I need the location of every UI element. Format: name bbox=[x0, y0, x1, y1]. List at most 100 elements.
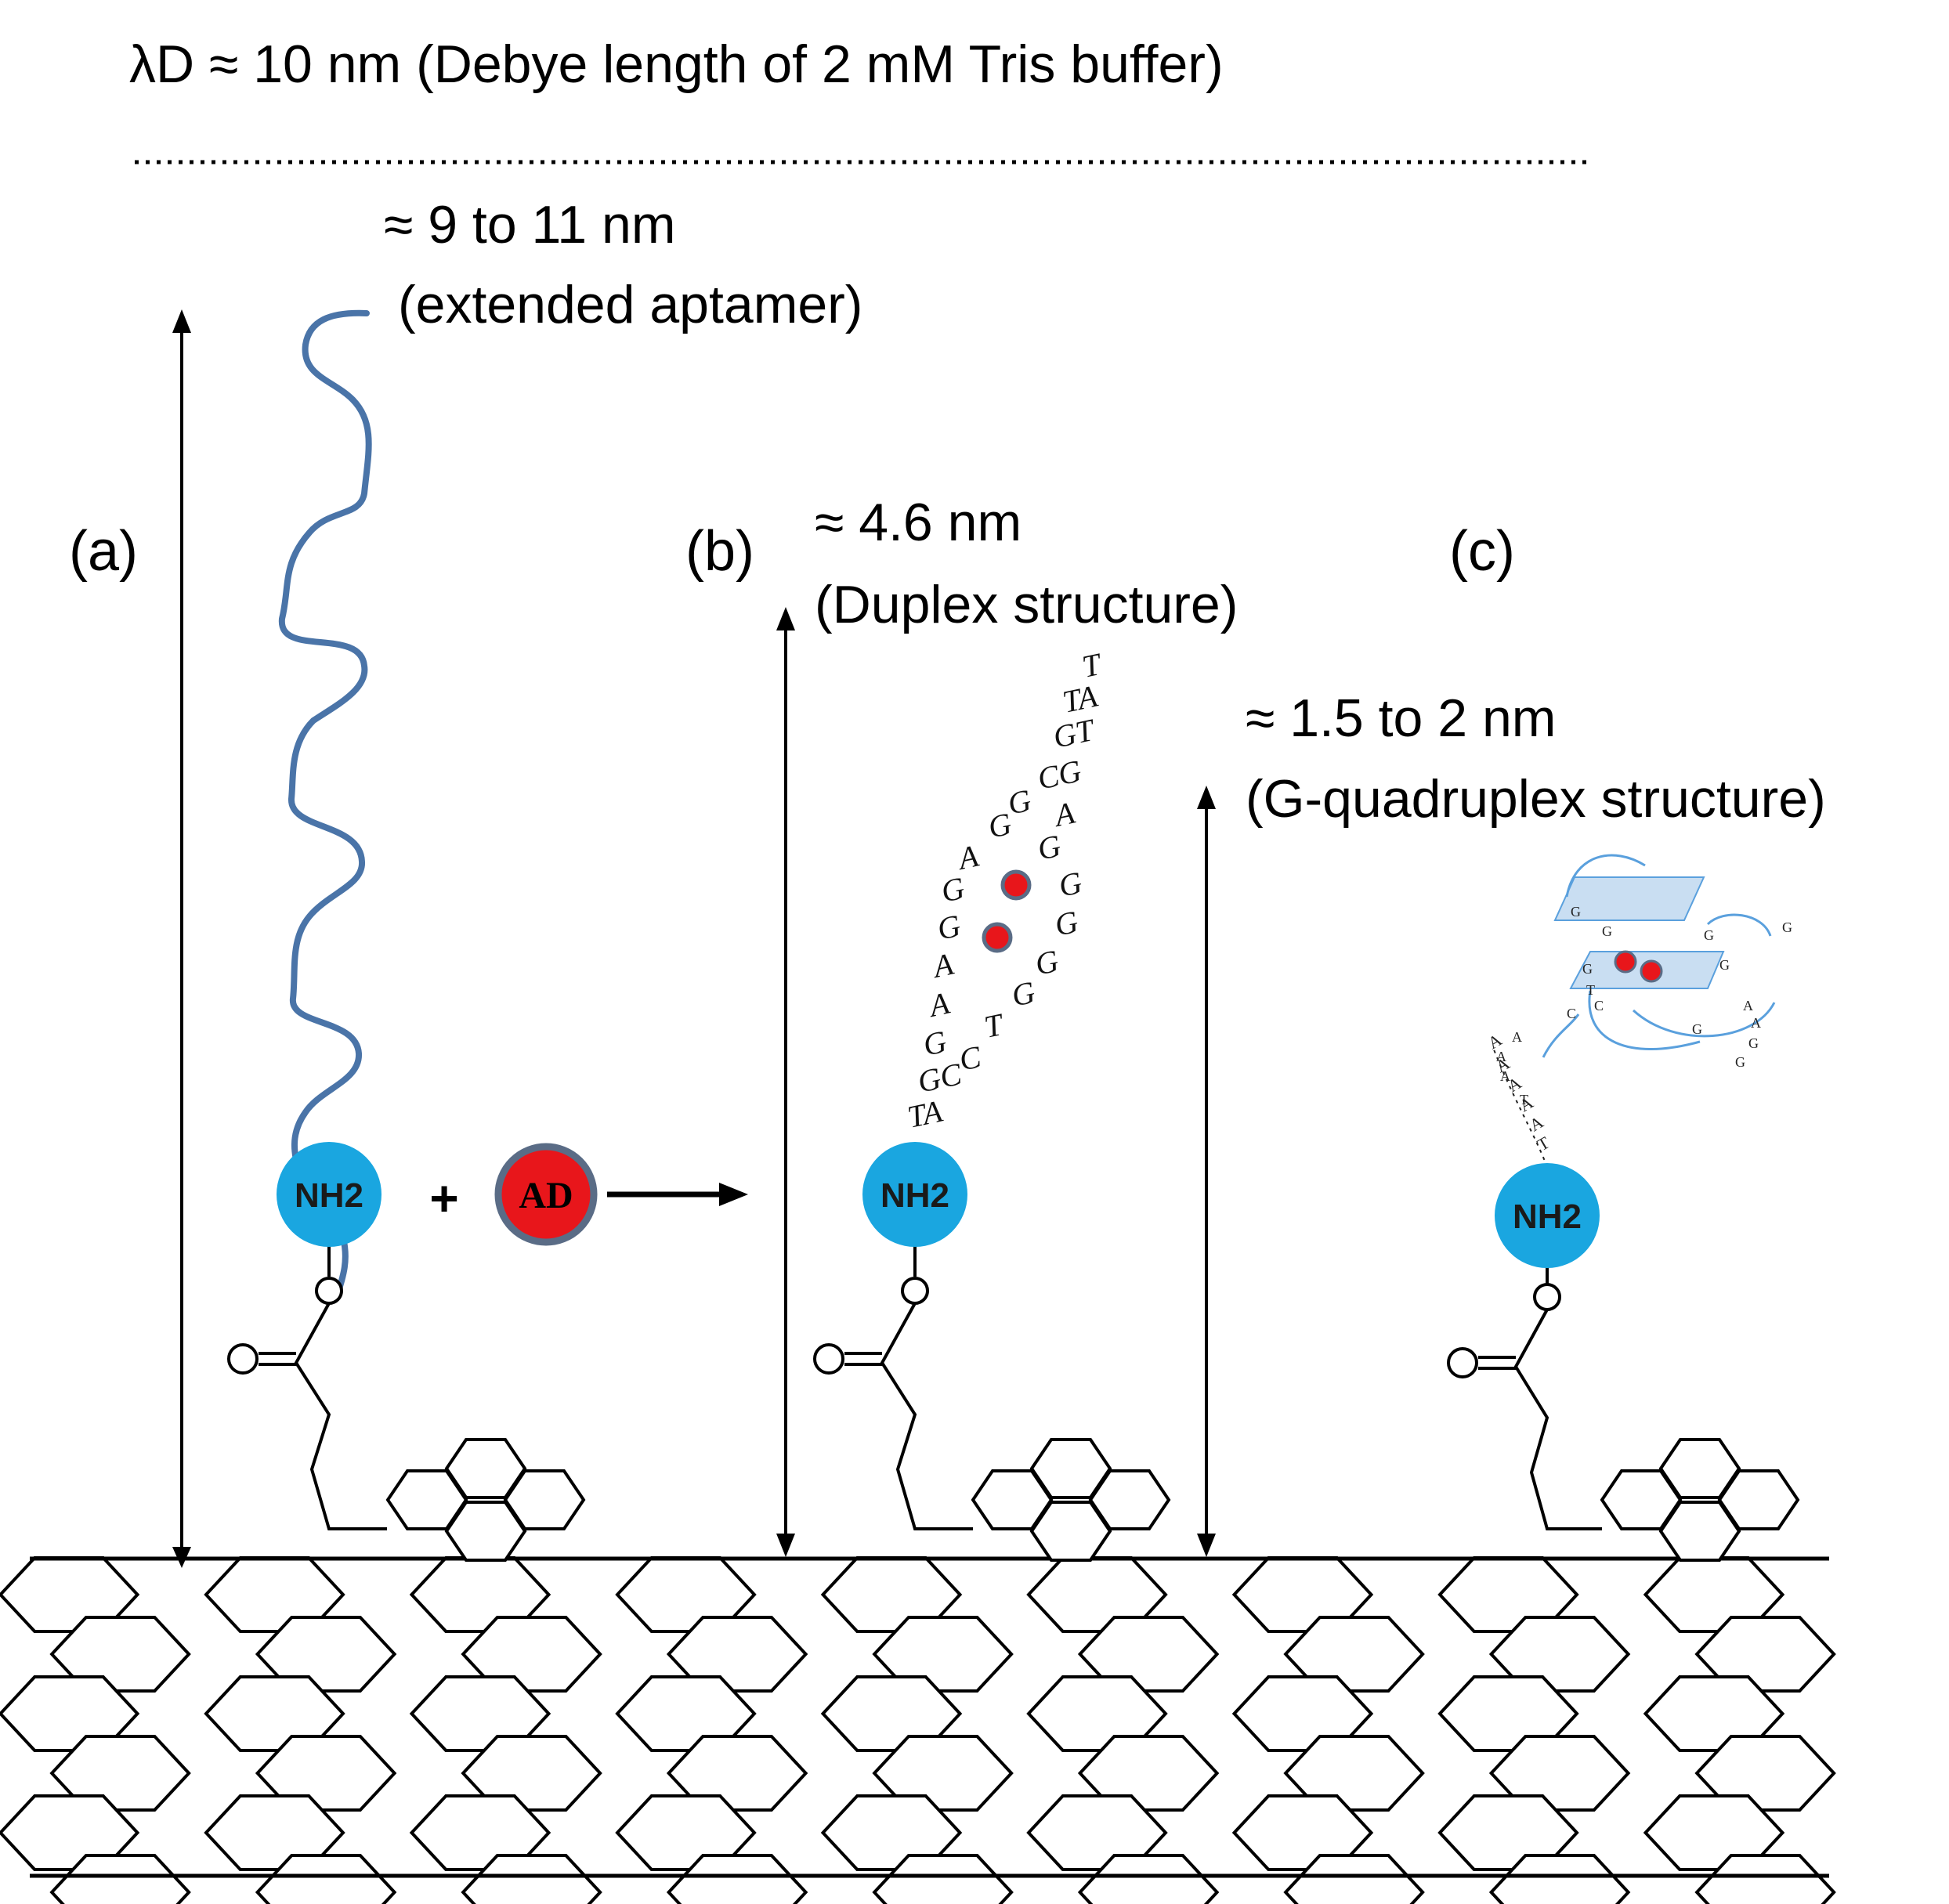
pyrene-ring bbox=[1600, 1469, 1683, 1530]
graphene-hexagon bbox=[204, 1794, 345, 1871]
reaction-arrow bbox=[607, 1183, 748, 1206]
panel-b-linker-oxygen bbox=[901, 1277, 929, 1305]
panel-b-size-label: ≈ 4.6 nm bbox=[815, 493, 1022, 552]
graphene-hexagon bbox=[409, 1675, 551, 1752]
nucleotide-base: CG bbox=[1035, 753, 1085, 797]
pyrene-anchor-a bbox=[385, 1438, 586, 1562]
graphene-hexagon bbox=[1231, 1675, 1374, 1752]
nucleotide-base: A bbox=[1516, 1093, 1536, 1116]
nucleotide-base: G bbox=[1602, 923, 1612, 939]
pyrene-ring bbox=[1029, 1438, 1112, 1499]
graphene-hexagon bbox=[1437, 1794, 1579, 1871]
pyrene-ring bbox=[444, 1501, 527, 1562]
panel-a-label: (a) bbox=[69, 520, 138, 583]
nucleotide-base: A bbox=[1512, 1029, 1522, 1045]
nucleotide-base: T bbox=[1520, 1092, 1528, 1107]
nucleotide-base: G bbox=[1035, 828, 1065, 867]
graphene-hexagon bbox=[461, 1854, 602, 1904]
panel-c-size-label: ≈ 1.5 to 2 nm bbox=[1246, 688, 1556, 748]
nucleotide-base: G bbox=[920, 1024, 950, 1063]
graphene-hexagon bbox=[1488, 1854, 1631, 1904]
nucleotide-base: C bbox=[1594, 998, 1604, 1013]
nucleotide-base: G bbox=[1032, 943, 1062, 982]
panel-b: (b) ≈ 4.6 nm (Duplex structure) AGGAAGGC… bbox=[685, 493, 1238, 1562]
nucleotide-base: G bbox=[1735, 1054, 1745, 1070]
nucleotide-base: G bbox=[1719, 957, 1730, 973]
graphene-hexagon bbox=[204, 1675, 345, 1752]
pyrene-ring bbox=[1658, 1501, 1741, 1562]
nucleotide-base: GT bbox=[1050, 712, 1099, 755]
nucleotide-base: T bbox=[1586, 982, 1595, 998]
panel-b-linker bbox=[813, 1222, 973, 1530]
graphene-hexagon bbox=[1643, 1794, 1785, 1871]
panel-a-linker-oxygen bbox=[315, 1277, 343, 1305]
graphene-sheet bbox=[0, 1556, 1836, 1904]
extended-aptamer-strand bbox=[278, 309, 372, 1299]
panel-a-linker bbox=[227, 1222, 387, 1530]
graphene-hexagon bbox=[49, 1854, 191, 1904]
panel-a-size-label: ≈ 9 to 11 nm bbox=[384, 195, 675, 255]
panel-a-amine-group: NH2 bbox=[277, 1142, 381, 1247]
panel-a-height-arrow bbox=[172, 309, 191, 1568]
nucleotide-base: TA bbox=[1060, 678, 1101, 720]
nucleotide-base: A bbox=[1743, 998, 1753, 1013]
graphene-hexagon bbox=[1643, 1675, 1785, 1752]
graphene-hexagon bbox=[0, 1794, 140, 1871]
nucleotide-base: G bbox=[1782, 919, 1792, 935]
nucleotide-base: G bbox=[1704, 927, 1714, 943]
panel-b-label: (b) bbox=[685, 520, 754, 583]
graphene-hexagon bbox=[1077, 1854, 1220, 1904]
panel-c-linker-oxygen bbox=[1533, 1283, 1561, 1311]
nucleotide-base: A bbox=[1751, 1015, 1761, 1031]
panel-c: (c) ≈ 1.5 to 2 nm (G-quadruplex structur… bbox=[1197, 520, 1826, 1562]
panel-c-carbonyl-oxygen bbox=[1447, 1347, 1478, 1378]
graphene-hexagon bbox=[1283, 1854, 1425, 1904]
panel-b-carbonyl-oxygen bbox=[813, 1343, 844, 1375]
nucleotide-base: A bbox=[924, 985, 953, 1024]
graphene-hexagon bbox=[872, 1854, 1014, 1904]
pyrene-anchor-b bbox=[971, 1438, 1171, 1562]
amine-label-c: NH2 bbox=[1513, 1198, 1582, 1236]
g-quartet-plane bbox=[1553, 876, 1705, 921]
nucleotide-base: A bbox=[1526, 1112, 1546, 1136]
bound-adenosine bbox=[982, 922, 1013, 953]
bound-adenosine bbox=[1640, 959, 1663, 983]
panel-b-height-arrow bbox=[776, 607, 795, 1557]
pyrene-ring bbox=[444, 1438, 527, 1499]
graphene-hexagon bbox=[255, 1854, 397, 1904]
panel-a: (a) ≈ 9 to 11 nm (extended aptamer) NH2 … bbox=[69, 195, 862, 1568]
quadruplex-loop bbox=[1588, 990, 1701, 1051]
quadruplex-loop bbox=[1706, 913, 1772, 937]
graphene-hexagon bbox=[615, 1794, 757, 1871]
pyrene-anchor-c bbox=[1600, 1438, 1800, 1562]
nucleotide-base: A bbox=[1496, 1049, 1506, 1064]
nucleotide-base: G bbox=[1692, 1021, 1702, 1037]
panel-b-structure-label: (Duplex structure) bbox=[815, 575, 1238, 634]
panel-a-carbonyl-oxygen bbox=[227, 1343, 259, 1375]
nucleotide-base: GC bbox=[915, 1056, 966, 1100]
pyrene-ring bbox=[1658, 1438, 1741, 1499]
bound-adenosine bbox=[1614, 950, 1637, 974]
panel-b-amine-group: NH2 bbox=[862, 1142, 967, 1247]
nucleotide-base: G bbox=[1748, 1035, 1759, 1051]
nucleotide-base: G bbox=[1571, 904, 1581, 919]
panel-c-label: (c) bbox=[1449, 520, 1515, 583]
graphene-hexagon bbox=[1026, 1794, 1168, 1871]
nucleotide-base: G bbox=[935, 908, 964, 947]
pyrene-ring bbox=[971, 1469, 1054, 1530]
panel-a-structure-label: (extended aptamer) bbox=[398, 275, 862, 334]
graphene-hexagon bbox=[0, 1675, 140, 1752]
panel-c-amine-group: NH2 bbox=[1495, 1163, 1600, 1268]
nucleotide-base: A bbox=[928, 946, 957, 985]
graphene-hexagon bbox=[409, 1794, 551, 1871]
panel-c-structure-label: (G-quadruplex structure) bbox=[1246, 769, 1826, 829]
quadruplex-loop bbox=[1565, 854, 1646, 898]
adenosine-target: AD bbox=[494, 1143, 598, 1246]
graphene-hexagon bbox=[1437, 1675, 1579, 1752]
panel-c-linker bbox=[1447, 1253, 1602, 1530]
nucleotide-base: G bbox=[1056, 865, 1086, 904]
nucleotide-base: TA bbox=[905, 1093, 946, 1135]
graphene-hexagon bbox=[1231, 1794, 1374, 1871]
graphene-hexagon bbox=[820, 1675, 963, 1752]
